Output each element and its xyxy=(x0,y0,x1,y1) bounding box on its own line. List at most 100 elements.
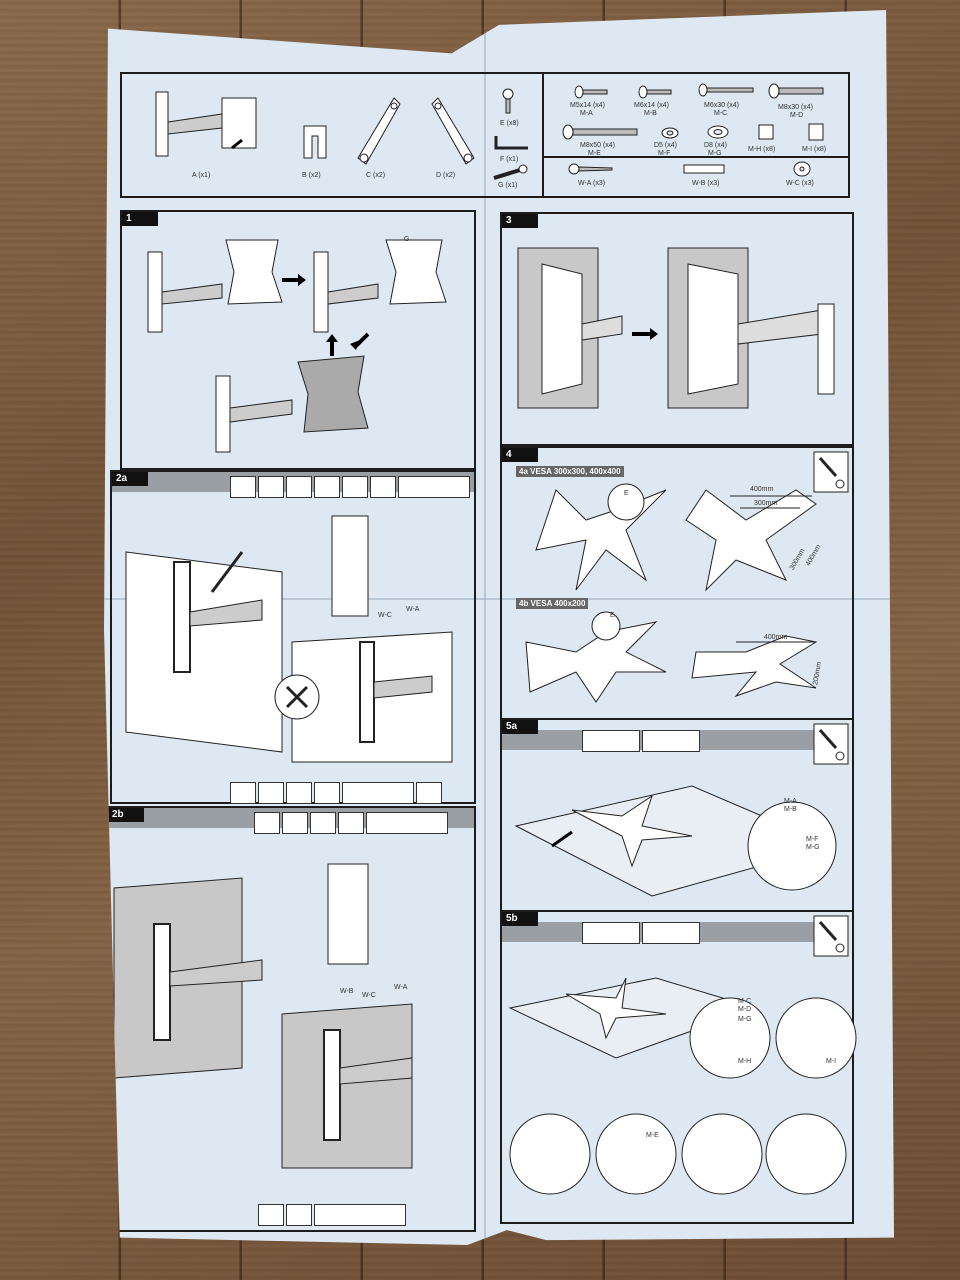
instruction-sheet: A (x1) B (x2) C (x2) D (x2) E (x8) F (x1… xyxy=(104,10,894,1246)
tool-icon xyxy=(254,812,280,834)
step-5b-number: 5b xyxy=(502,912,538,926)
wall-screw-wa-label: W-A (x3) xyxy=(578,180,606,187)
step-5a-illustration xyxy=(514,785,837,897)
step-4b-illustration xyxy=(525,611,818,703)
part-f-label: F (x1) xyxy=(500,156,519,163)
wrong-method-icon xyxy=(642,922,700,944)
washer-mf-icon xyxy=(661,127,679,139)
washer-mf-label: M-F xyxy=(658,150,671,157)
part-c-illustration xyxy=(357,97,401,165)
wrong-method-icon xyxy=(642,730,700,752)
step-4b-label: 4b VESA 400x200 xyxy=(516,598,589,609)
step-4b-e-label: E xyxy=(610,612,615,619)
step-icon xyxy=(258,1204,284,1226)
step-1-panel: 1 G xyxy=(120,210,476,470)
step-4-number: 4 xyxy=(502,448,538,462)
step-2b-wb-label: W-B xyxy=(340,988,354,995)
part-e-label: E (x8) xyxy=(500,120,519,127)
screw-mc-size: M6x30 (x4) xyxy=(704,102,740,109)
step-icon xyxy=(286,1204,312,1226)
screw-mb-label: M-B xyxy=(644,110,657,117)
screw-me-size: M8x50 (x4) xyxy=(580,142,616,149)
part-b-illustration xyxy=(303,125,327,159)
step-1-number: 1 xyxy=(122,212,158,226)
wall-screw-wa-icon xyxy=(568,163,613,175)
correct-method-icon xyxy=(582,922,640,944)
step-4a-label: 4a VESA 300x300, 400x400 xyxy=(516,466,624,477)
step-5a-mb-label: M-B xyxy=(784,806,797,813)
tool-icon xyxy=(338,812,364,834)
step-4b-400mm-label: 400mm xyxy=(764,634,788,641)
step-5a-number: 5a xyxy=(502,720,538,734)
step-3-number: 3 xyxy=(502,214,538,228)
step-2a-wa-label: W-A xyxy=(406,606,420,613)
tool-icon xyxy=(366,812,448,834)
spacer-mh-icon xyxy=(758,124,774,140)
spacer-mi-label: M-I (x8) xyxy=(802,146,827,153)
screw-mb-size: M6x14 (x4) xyxy=(634,102,670,109)
step-icon xyxy=(258,782,284,804)
step-5b-mc-label: M-C xyxy=(738,998,752,1005)
step-5b-mi-label: M-I xyxy=(826,1058,837,1065)
screw-ma-label: M-A xyxy=(580,110,593,117)
step-5b-panel: 5b M-C M-D M-G M-H M-I M-E xyxy=(500,910,857,1224)
tool-icon xyxy=(286,476,312,498)
washer-mf-size: D5 (x4) xyxy=(654,142,677,149)
correct-method-icon xyxy=(582,730,640,752)
step-icon xyxy=(342,782,414,804)
screw-mb-icon xyxy=(638,85,672,99)
step-4a-400mm-label: 400mm xyxy=(750,486,774,493)
washer-wc-icon xyxy=(793,161,811,177)
washer-wc-label: W-C (x3) xyxy=(786,180,814,187)
tool-icon xyxy=(282,812,308,834)
step-5b-mh-label: M-H xyxy=(738,1058,752,1065)
tool-icon xyxy=(398,476,470,498)
part-a-label: A (x1) xyxy=(192,172,211,179)
screw-md-label: M-D xyxy=(790,112,804,119)
tool-icon xyxy=(314,476,340,498)
step-5b-illustration xyxy=(508,977,857,1195)
step-2b-tool-icons xyxy=(254,812,448,834)
step-2b-number: 2b xyxy=(108,808,144,822)
step-4a-300mm-label: 300mm xyxy=(754,500,778,507)
step-2a-tool-icons xyxy=(230,476,470,498)
part-e-screw-icon xyxy=(502,88,514,114)
step-2a-panel: 2a W-C W-A xyxy=(110,470,476,804)
step-5b-md-label: M-D xyxy=(738,1006,752,1013)
screwdriver-icon xyxy=(813,451,849,493)
screw-ma-size: M5x14 (x4) xyxy=(570,102,606,109)
part-b-label: B (x2) xyxy=(302,172,321,179)
step-2b-wa-label: W-A xyxy=(394,984,408,991)
screw-md-size: M8x30 (x4) xyxy=(778,104,814,111)
step-icon xyxy=(416,782,442,804)
step-5a-mg-label: M-G xyxy=(806,844,820,851)
screw-me-label: M-E xyxy=(588,150,601,157)
step-1-g-label: G xyxy=(404,236,410,243)
part-d-illustration xyxy=(431,97,475,165)
screw-mc-icon xyxy=(698,83,754,97)
parts-divider-horizontal xyxy=(544,156,848,158)
step-4a-e-label: E xyxy=(624,490,629,497)
step-icon xyxy=(314,782,340,804)
part-d-label: D (x2) xyxy=(436,172,456,179)
step-2b-panel: 2b W-B W-C W-A xyxy=(106,806,476,1232)
washer-mg-size: D8 (x4) xyxy=(704,142,727,149)
step-3-illustration xyxy=(517,247,835,409)
step-2b-wc-label: W-C xyxy=(362,992,376,999)
step-5a-mf-label: M-F xyxy=(806,836,819,843)
step-icon xyxy=(286,782,312,804)
spacer-mi-icon xyxy=(808,123,824,141)
tool-icon xyxy=(258,476,284,498)
step-icon xyxy=(314,1204,406,1226)
step-5a-ma-label: M-A xyxy=(784,798,797,805)
step-2a-wc-label: W-C xyxy=(378,612,392,619)
wall-plug-wb-icon xyxy=(683,164,725,174)
tool-icon xyxy=(310,812,336,834)
step-icon xyxy=(230,782,256,804)
tool-icon xyxy=(230,476,256,498)
step-2a-bottom-icons xyxy=(230,782,442,804)
tool-icon xyxy=(370,476,396,498)
step-5b-mg-label: M-G xyxy=(738,1016,752,1023)
screw-ma-icon xyxy=(574,85,608,99)
tool-icon xyxy=(342,476,368,498)
